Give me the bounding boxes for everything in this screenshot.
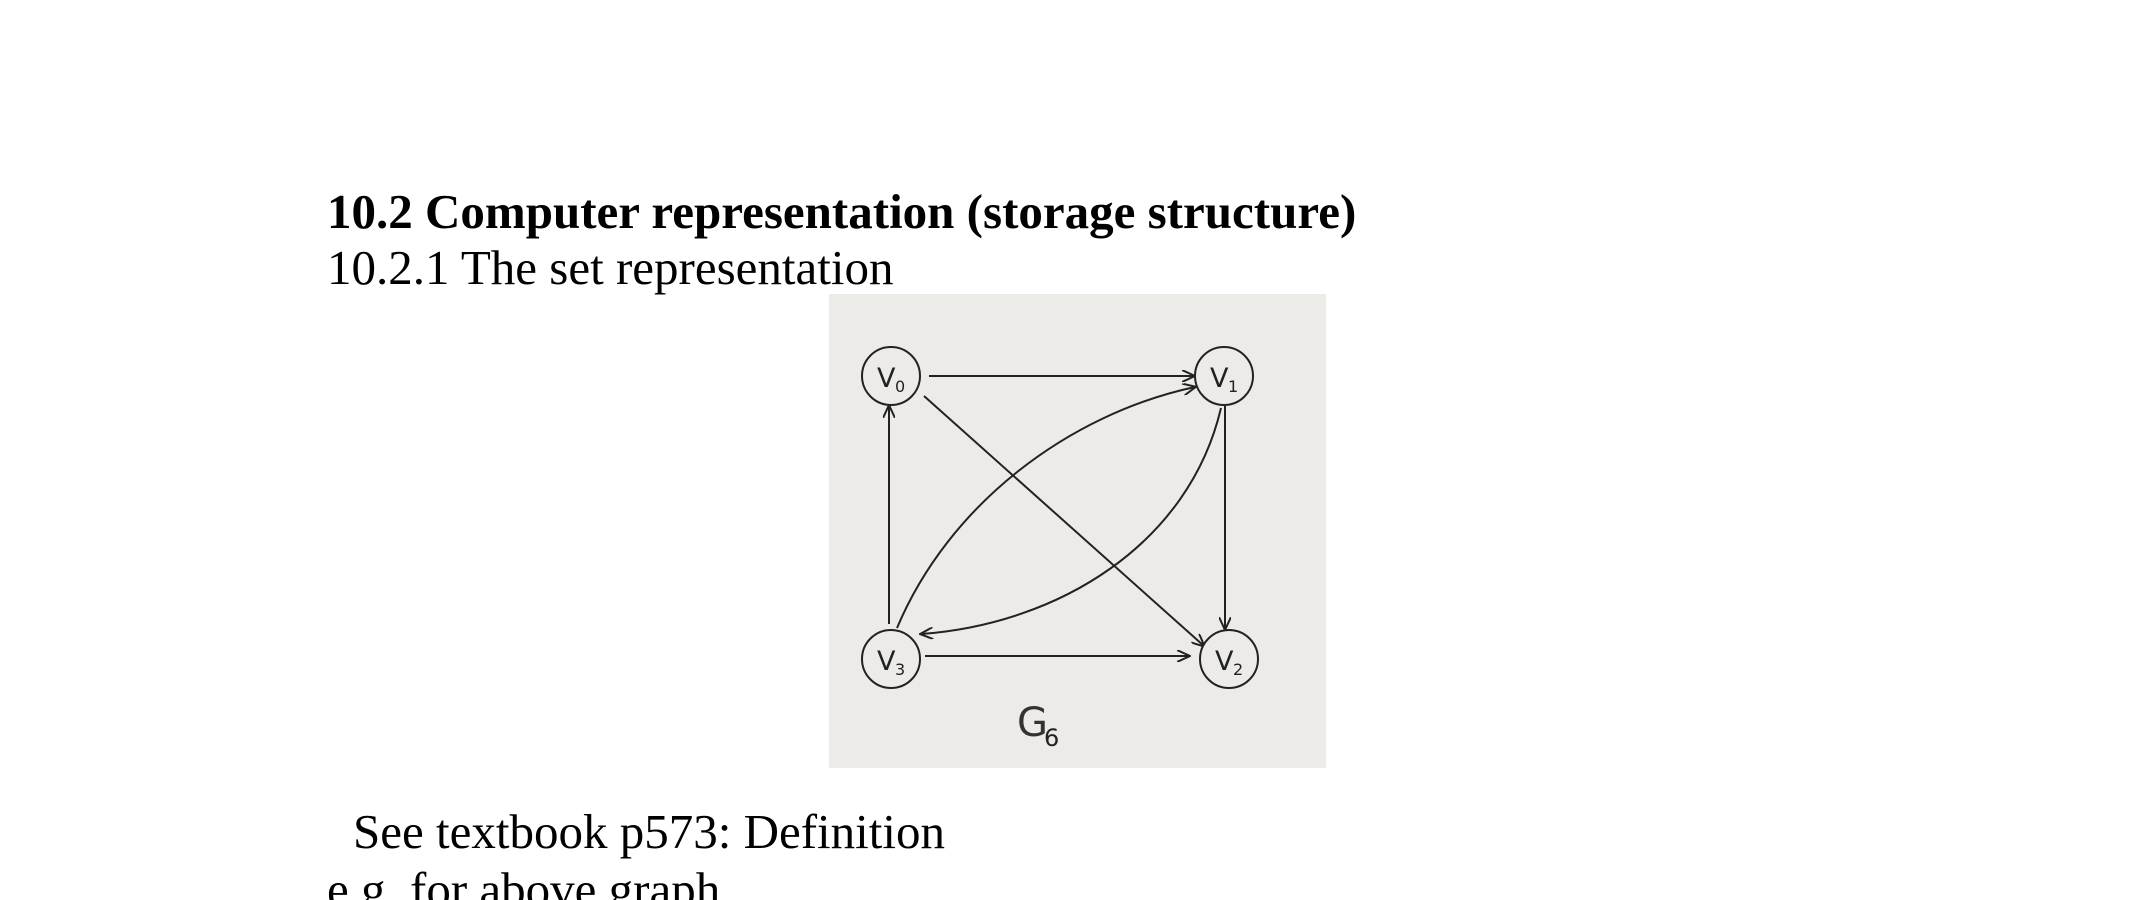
node-v2: V 2 (1199, 629, 1259, 689)
node-v3: V 3 (861, 629, 921, 689)
section-heading: 10.2 Computer representation (storage st… (327, 184, 1357, 239)
subsection-heading: 10.2.1 The set representation (327, 240, 894, 295)
node-v0-sub: 0 (895, 377, 905, 396)
node-v1-sub: 1 (1228, 377, 1238, 396)
edge-v1-v3 (921, 407, 1222, 634)
node-v2-label: V (1215, 646, 1234, 677)
graph-edges (889, 376, 1225, 656)
node-v3-sub: 3 (895, 660, 905, 679)
node-v1-label: V (1210, 363, 1229, 394)
edge-v3-v1 (896, 387, 1195, 629)
node-v2-sub: 2 (1233, 660, 1243, 679)
example-line: e.g. for above graph (327, 862, 721, 900)
graph-name-sub: 6 (1044, 724, 1059, 752)
edge-v0-v2 (923, 395, 1204, 646)
node-v0-label: V (877, 363, 896, 394)
graph-name-label: G (1017, 700, 1048, 746)
see-textbook-note: See textbook p573: Definition (353, 804, 945, 859)
node-v0: V 0 (861, 346, 921, 406)
node-v1: V 1 (1194, 346, 1254, 406)
graph-diagram: V 0 V 1 V 2 V 3 G 6 (861, 346, 1259, 752)
node-v3-label: V (877, 646, 896, 677)
graph-figure-g6: V 0 V 1 V 2 V 3 G 6 (829, 294, 1326, 768)
